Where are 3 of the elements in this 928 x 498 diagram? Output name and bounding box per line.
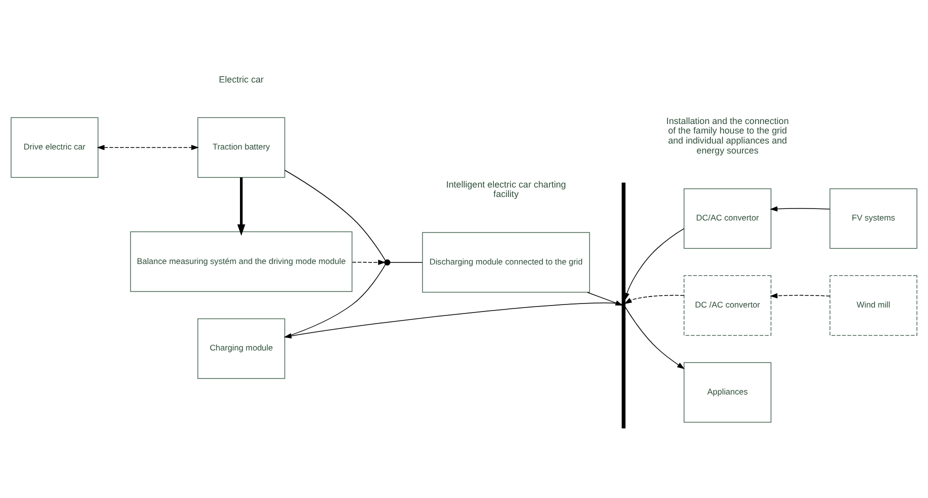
label: Electric car: [218, 74, 264, 85]
label: Installation and the connection of the family house to the grid and individual appliances and energy sources: [666, 116, 789, 156]
label: Intelligent electric car charting facility: [446, 179, 566, 200]
